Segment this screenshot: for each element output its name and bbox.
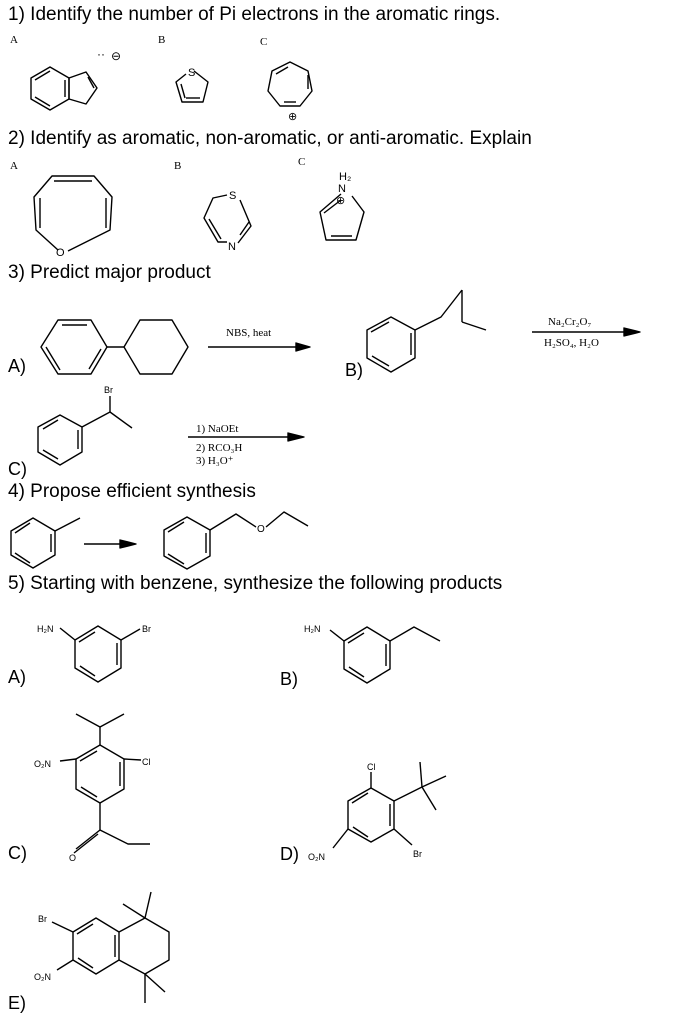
q2-a-oxygen-atom: O — [56, 247, 65, 259]
q5-c-nitro-group: O₂N — [34, 759, 51, 769]
q3-b-reagent-top: Na₂Cr₂O₇ — [548, 316, 592, 328]
q3-c-reagent-3: 3) H₃O⁺ — [196, 455, 234, 467]
q5-a-bromine-atom: Br — [142, 624, 151, 634]
q1-a-negative-charge: ⊖ — [111, 49, 121, 63]
q3-c-arrowhead — [287, 432, 305, 442]
q4-oxygen-atom: O — [257, 524, 265, 535]
q3-c-bromine-atom: Br — [104, 385, 113, 395]
q5-c-structure — [59, 713, 150, 854]
question-1-heading: 1) Identify the number of Pi electrons i… — [8, 4, 501, 25]
q2-b-nitrogen-atom: N — [228, 241, 236, 253]
q5-b-ethylaniline-structure — [329, 626, 441, 684]
q3-part-b-label: B) — [345, 360, 363, 380]
q4-ether-product-structure — [163, 511, 309, 570]
q2-a-oxepine-structure — [33, 175, 113, 252]
q4-arrowhead — [119, 539, 137, 549]
q5-c-chlorine-atom: Cl — [142, 757, 151, 767]
q1-label-b: B — [158, 34, 166, 46]
q5-d-bromine-atom: Br — [413, 849, 422, 859]
q2-c-pyrrolium-structure — [319, 193, 365, 241]
q5-c-oxygen-atom: O — [69, 853, 76, 863]
q2-label-a: A — [10, 160, 18, 172]
q2-b-thiazole-structure — [203, 194, 252, 244]
q2-c-nitrogen-atom: N — [338, 183, 346, 195]
q3-part-c-label: C) — [8, 459, 27, 479]
q5-d-chlorine-atom: Cl — [367, 762, 376, 772]
q3-a-arrowhead — [295, 342, 311, 352]
q5-a-amine-group: H₂N — [37, 624, 54, 634]
q3-b-isobutylbenzene-structure — [366, 289, 487, 373]
q5-a-bromoaniline-structure — [59, 625, 141, 683]
q2-label-b: B — [174, 160, 182, 172]
q3-c-bromopropylbenzene-structure — [37, 396, 133, 466]
q2-label-c: C — [298, 156, 306, 168]
q3-c-reagent-2: 2) RCO₃H — [196, 442, 243, 454]
q5-part-a-label: A) — [8, 667, 26, 687]
q1-label-c: C — [260, 36, 268, 48]
q2-b-sulfur-atom: S — [229, 190, 236, 202]
q1-b-thiophene-structure — [175, 70, 209, 103]
q1-c-cycloheptatrienyl-structure — [267, 61, 313, 107]
q1-a-indenyl-anion-structure — [30, 66, 98, 111]
q5-part-e-label: E) — [8, 993, 26, 1013]
q1-label-a: A — [10, 34, 18, 46]
q3-a-reagent: NBS, heat — [226, 327, 272, 339]
question-5-heading: 5) Starting with benzene, synthesize the… — [8, 573, 503, 594]
q5-d-nitro-group: O₂N — [308, 852, 325, 862]
q3-part-a-label: A) — [8, 356, 26, 376]
q3-c-reagent-1: 1) NaOEt — [196, 423, 239, 435]
q5-part-d-label: D) — [280, 844, 299, 864]
q5-b-amine-group: H₂N — [304, 624, 321, 634]
q5-e-bromine-atom: Br — [38, 914, 47, 924]
q3-a-phenylcyclohexane-structure — [40, 319, 189, 375]
q1-c-positive-charge: ⊕ — [288, 111, 297, 123]
question-2-heading: 2) Identify as aromatic, non-aromatic, o… — [8, 128, 532, 149]
q5-e-tetralin-structure — [51, 891, 170, 1003]
q3-b-arrowhead — [623, 327, 641, 337]
q2-c-positive-charge: ⊕ — [336, 195, 345, 207]
q2-c-hydrogen-label: H₂ — [339, 171, 351, 183]
q5-d-structure — [332, 761, 447, 849]
q1-b-sulfur-atom: S — [188, 67, 195, 79]
q3-b-reagent-bottom: H₂SO₄, H₂O — [544, 337, 599, 349]
q1-a-lone-pair: ·· — [97, 47, 105, 61]
question-4-heading: 4) Propose efficient synthesis — [8, 481, 256, 502]
q5-part-b-label: B) — [280, 669, 298, 689]
q4-toluene-structure — [10, 517, 81, 569]
q5-e-nitro-group: O₂N — [34, 972, 51, 982]
question-3-heading: 3) Predict major product — [8, 262, 211, 283]
q5-part-c-label: C) — [8, 843, 27, 863]
